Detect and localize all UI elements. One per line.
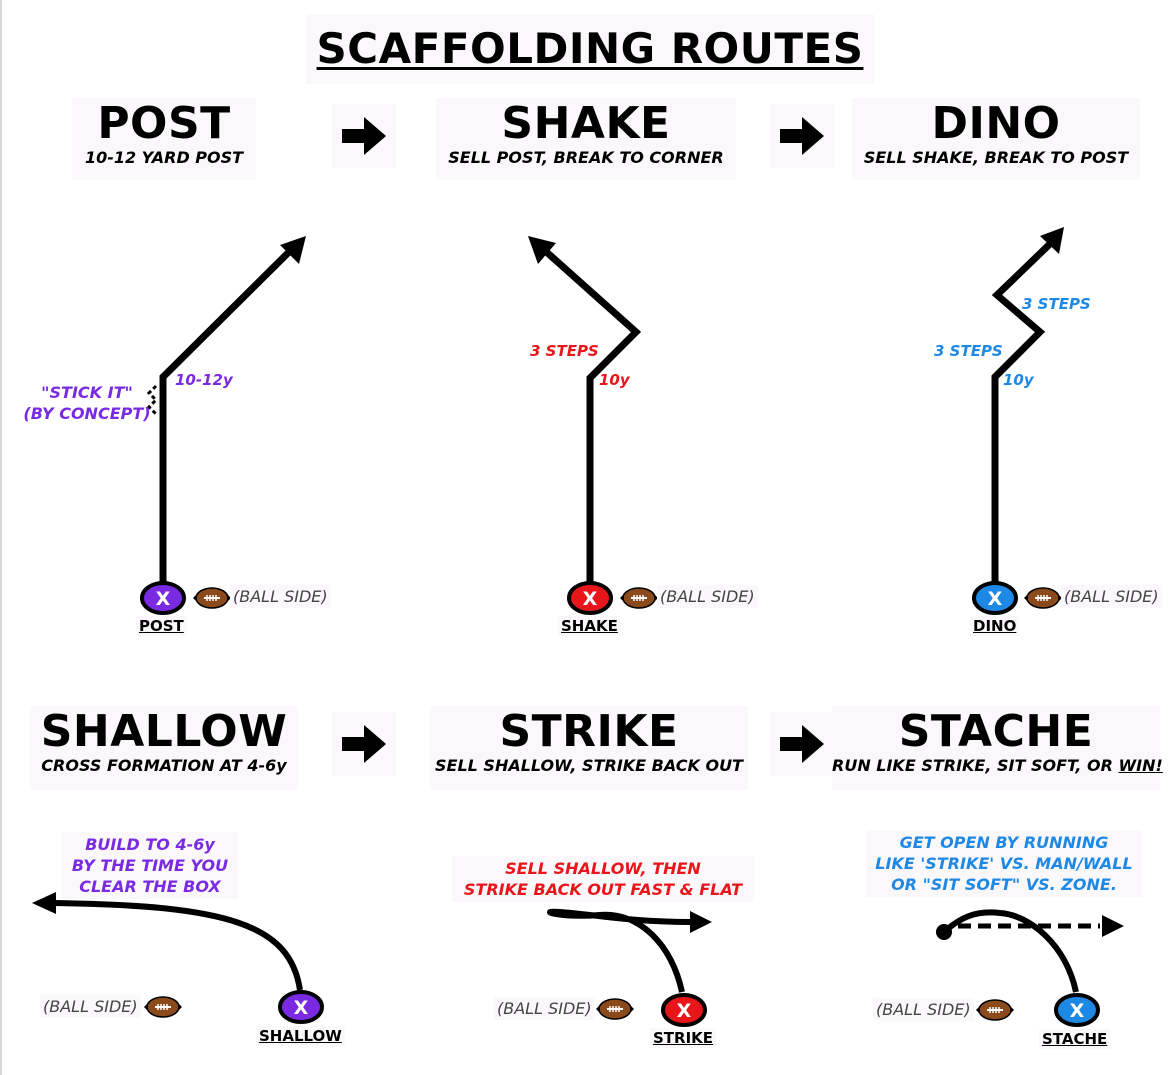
stache-name: STACHE [898,706,1094,757]
dino-route [991,227,1064,584]
receiver-mark: X [677,1000,692,1022]
receiver-strike[interactable]: X [661,993,707,1027]
dino-header: DINO SELL SHAKE, BREAK TO POST [852,98,1140,180]
dino-receiver-label: DINO [970,616,1020,636]
shallow-note: BUILD TO 4-6y BY THE TIME YOU CLEAR THE … [62,832,238,899]
flow-arrow-1 [332,104,396,168]
shallow-arrowhead [32,892,56,914]
shake-route [528,236,642,584]
football-icon [620,587,658,609]
shallow-route [32,892,303,991]
note-line: GET OPEN BY RUNNING [899,833,1109,852]
strike-receiver-label: STRIKE [650,1028,717,1048]
stache-route [936,909,1124,993]
strike-ball-side: (BALL SIDE) [494,997,595,1020]
shallow-header: SHALLOW CROSS FORMATION AT 4-6y [30,706,298,790]
post-arrowhead [280,236,306,264]
receiver-mark: X [1070,1000,1085,1022]
strike-note: SELL SHALLOW, THEN STRIKE BACK OUT FAST … [452,856,754,902]
post-depth-label: 10-12y [175,371,233,389]
stache-description-emphasis: WIN! [1118,756,1163,775]
football-icon [193,587,231,609]
post-stick-note: "STICK IT" (BY CONCEPT) [22,382,152,424]
note-line: BY THE TIME YOU [71,856,229,875]
receiver-dino[interactable]: X [972,581,1018,615]
note-line: CLEAR THE BOX [79,877,221,896]
shake-header: SHAKE SELL POST, BREAK TO CORNER [436,98,736,180]
strike-arrowhead [690,911,712,933]
shake-description: SELL POST, BREAK TO CORNER [448,148,724,167]
stache-description: RUN LIKE STRIKE, SIT SOFT, OR WIN! [832,756,1163,776]
receiver-mark: X [294,997,309,1019]
shallow-receiver-label: SHALLOW [256,1026,345,1046]
shallow-name: SHALLOW [40,706,288,757]
receiver-shallow[interactable]: X [278,990,324,1024]
note-line: SELL SHALLOW, THEN [505,859,701,878]
stache-arrowhead [1102,915,1124,937]
note-line: LIKE 'STRIKE' VS. MAN/WALL [875,854,1133,873]
football-icon [596,998,634,1020]
shake-arrowhead [528,236,556,264]
receiver-mark: X [988,588,1003,610]
dino-name: DINO [931,98,1061,149]
dino-steps-1-label: 3 STEPS [934,342,1003,360]
note-line: BUILD TO 4-6y [85,835,215,854]
note-line: "STICK IT" [41,383,133,402]
page-title: SCAFFOLDING ROUTES [306,14,874,84]
stache-header: STACHE RUN LIKE STRIKE, SIT SOFT, OR WIN… [832,706,1163,790]
stache-ball-side: (BALL SIDE) [873,998,974,1021]
football-icon [1024,587,1062,609]
right-arrow-icon [780,117,824,155]
note-line: (BY CONCEPT) [23,404,151,423]
post-name: POST [97,98,231,149]
shallow-ball-side: (BALL SIDE) [40,995,141,1018]
right-arrow-icon [342,117,386,155]
dino-arrowhead [1040,227,1064,254]
football-icon [144,996,182,1018]
football-icon [976,999,1014,1021]
shake-steps-label: 3 STEPS [530,342,599,360]
page-edge [0,0,2,1075]
shake-name: SHAKE [501,98,671,149]
stache-receiver-label: STACHE [1039,1029,1111,1049]
dino-steps-2-label: 3 STEPS [1022,295,1091,313]
post-description: 10-12 YARD POST [84,148,244,167]
strike-name: STRIKE [499,706,679,757]
post-route [146,236,306,584]
stache-description-text: RUN LIKE STRIKE, SIT SOFT, OR [832,756,1113,775]
shake-receiver-label: SHAKE [558,616,621,636]
receiver-stache[interactable]: X [1054,993,1100,1027]
right-arrow-icon [342,725,386,763]
receiver-mark: X [156,588,171,610]
strike-description: SELL SHALLOW, STRIKE BACK OUT [435,756,743,775]
post-ball-side: (BALL SIDE) [230,585,331,608]
shallow-description: CROSS FORMATION AT 4-6y [41,756,287,775]
note-line: STRIKE BACK OUT FAST & FLAT [463,880,743,899]
note-line: OR "SIT SOFT" VS. ZONE. [891,875,1117,894]
shake-ball-side: (BALL SIDE) [657,585,758,608]
receiver-shake[interactable]: X [567,581,613,615]
stache-note: GET OPEN BY RUNNING LIKE 'STRIKE' VS. MA… [866,830,1142,897]
post-receiver-label: POST [136,616,187,636]
post-header: POST 10-12 YARD POST [72,98,256,180]
strike-route [547,908,712,993]
dino-ball-side: (BALL SIDE) [1061,585,1162,608]
shake-depth-label: 10y [599,371,630,389]
strike-header: STRIKE SELL SHALLOW, STRIKE BACK OUT [430,706,748,790]
title-text: SCAFFOLDING ROUTES [316,24,864,73]
flow-arrow-2 [770,104,834,168]
flow-arrow-4 [770,712,834,776]
sit-soft-spot [936,924,952,940]
receiver-mark: X [583,588,598,610]
right-arrow-icon [780,725,824,763]
flow-arrow-3 [332,712,396,776]
receiver-post[interactable]: X [140,581,186,615]
dino-description: SELL SHAKE, BREAK TO POST [863,148,1129,167]
dino-depth-label: 10y [1003,371,1034,389]
